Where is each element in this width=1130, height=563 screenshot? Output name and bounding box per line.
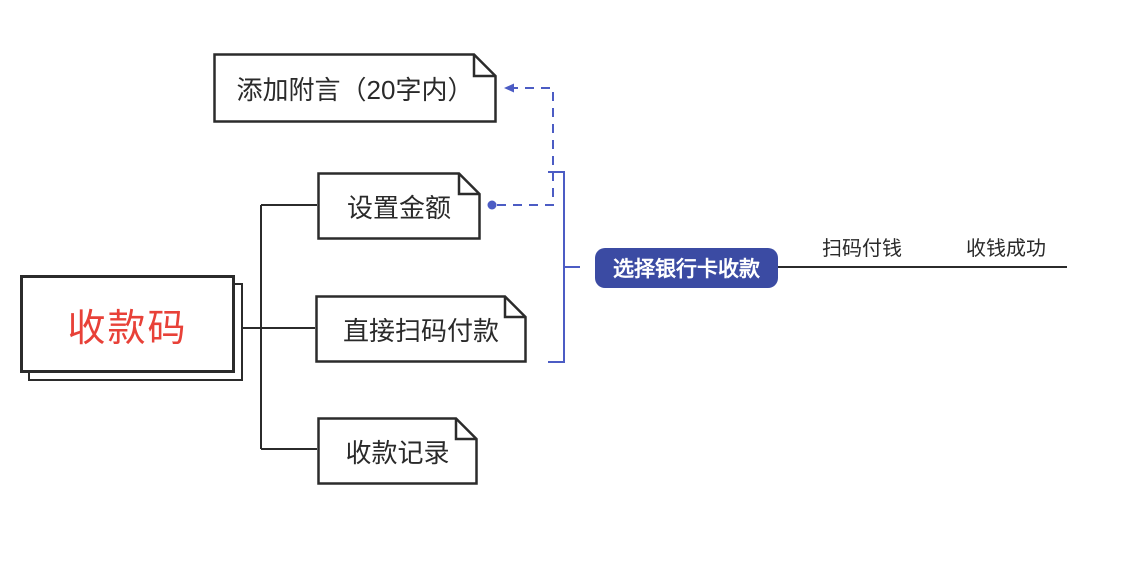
note-direct-scan-pay-label: 直接扫码付款 [342,315,499,346]
note-set-amount-label: 设置金额 [346,192,451,223]
note-shape [317,172,481,240]
flow-step-scan-pay: 扫码付钱 [822,238,902,260]
note-direct-scan-pay[interactable]: 直接扫码付款 [315,295,527,363]
note-shape [213,53,497,123]
note-set-amount[interactable]: 设置金额 [317,172,481,240]
root-node[interactable]: 收款码 [20,275,235,373]
flow-step-receive-success: 收钱成功 [966,238,1046,260]
connector-dot-icon [487,200,497,210]
select-bank-card-button-label: 选择银行卡收款 [613,258,760,281]
note-shape [315,295,527,363]
tree-connector-lines [243,204,317,450]
note-payment-records[interactable]: 收款记录 [317,417,478,485]
note-payment-records-label: 收款记录 [345,437,450,468]
select-bank-card-button[interactable]: 选择银行卡收款 [595,248,778,288]
arrowhead-left-icon [504,83,514,93]
root-node-label: 收款码 [67,307,188,350]
note-add-message-label: 添加附言（20字内） [236,74,474,105]
note-shape [317,417,478,485]
bracket-connector [548,171,580,363]
dashed-connector [497,87,554,206]
note-add-message[interactable]: 添加附言（20字内） [213,53,497,123]
